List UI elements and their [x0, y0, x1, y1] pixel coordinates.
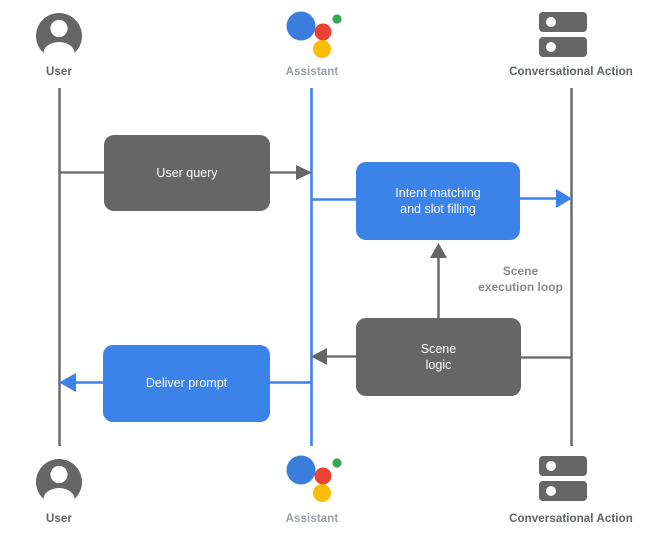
node-label-deliver-prompt-line1: Deliver prompt [145, 376, 228, 390]
google-assistant-icon-bottom [286, 455, 342, 502]
user-avatar-icon-bottom [36, 459, 82, 510]
node-label-deliver-prompt: Deliver prompt [103, 375, 270, 391]
annotation-scene-execution-loop-line2: execution loop [478, 280, 563, 294]
user-avatar-icon-clip-bottom [36, 505, 82, 528]
node-label-scene-logic-line1: Scene [420, 342, 457, 356]
server-icon [539, 12, 587, 57]
node-scene-logic[interactable] [356, 318, 521, 396]
actor-label-assistant-top: Assistant [285, 66, 339, 78]
actor-label-conversational-action-top: Conversational Action [509, 66, 633, 78]
arrowhead-prompt-to-user [59, 373, 76, 392]
user-avatar-icon-clip-top [36, 59, 82, 82]
node-label-user-query-line1: User query [156, 166, 218, 180]
user-avatar-icon [36, 13, 82, 64]
node-label-scene-logic-line2: logic [425, 358, 452, 372]
arrowhead-scene-logic-to-assistant [311, 348, 327, 365]
actor-label-conversational-action-bottom: Conversational Action [509, 513, 633, 525]
node-label-intent-matching-line2: and slot filling [400, 202, 476, 216]
actor-label-assistant-bottom: Assistant [285, 513, 339, 525]
arrowhead-intent-to-action [556, 189, 572, 208]
node-label-scene-logic: Scene logic [356, 341, 521, 373]
node-label-intent-matching-line1: Intent matching [395, 186, 481, 200]
node-label-user-query: User query [104, 165, 270, 181]
node-deliver-prompt[interactable] [103, 345, 270, 422]
annotation-scene-execution-loop: Scene execution loop [453, 263, 633, 295]
node-user-query[interactable] [104, 135, 270, 211]
actor-label-user-bottom: User [46, 513, 72, 525]
server-icon-bottom [539, 456, 587, 501]
annotation-scene-execution-loop-line1: Scene [502, 264, 539, 278]
actor-label-user-top: User [46, 66, 72, 78]
arrowhead-scene-logic-to-intent [430, 243, 447, 258]
arrowhead-query-to-assistant [296, 165, 312, 180]
node-label-intent-matching: Intent matching and slot filling [356, 185, 520, 217]
node-intent-matching[interactable] [356, 162, 520, 240]
google-assistant-icon [286, 11, 342, 58]
